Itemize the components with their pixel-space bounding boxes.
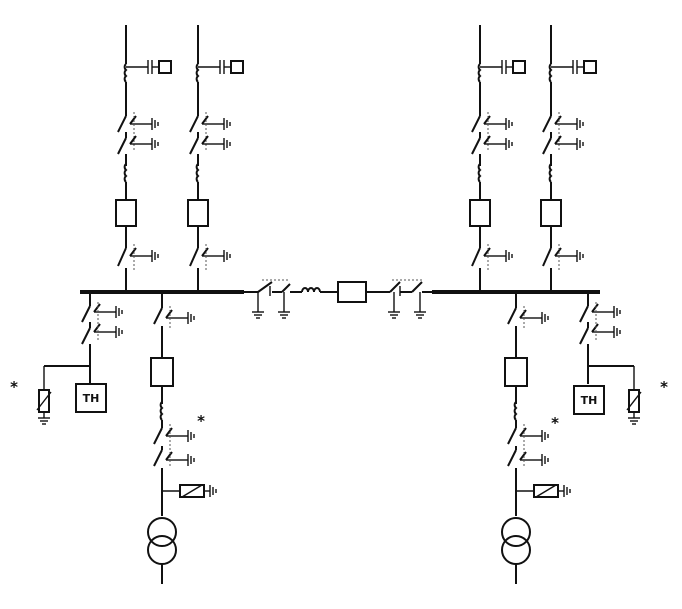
transformer-bay-left: *	[147, 292, 217, 584]
vt-label-right: TH	[581, 394, 598, 407]
incoming-feeder-2	[187, 25, 244, 292]
vt-box-right	[573, 385, 605, 415]
transformer-left	[147, 517, 177, 547]
note-mark-right: *	[660, 378, 668, 396]
note-mark-right-transformer: *	[551, 414, 559, 432]
transformer-right	[501, 517, 531, 547]
note-mark-left-transformer: *	[197, 412, 205, 430]
vt-bay-right: TH *	[573, 292, 668, 425]
note-mark-left: *	[10, 378, 18, 396]
bus-coupler	[244, 279, 432, 319]
vt-bay-left: TH *	[10, 292, 123, 425]
breaker-right-transformer	[504, 357, 528, 387]
vt-label-left: TH	[83, 392, 100, 405]
coupler-breaker	[337, 281, 367, 303]
vt-box-left	[75, 383, 107, 413]
incoming-feeder-3	[469, 25, 526, 292]
incoming-feeder-1	[115, 25, 172, 292]
breaker-left-transformer	[150, 357, 174, 387]
transformer-bay-right: *	[501, 292, 571, 584]
incoming-feeder-4	[540, 25, 597, 292]
